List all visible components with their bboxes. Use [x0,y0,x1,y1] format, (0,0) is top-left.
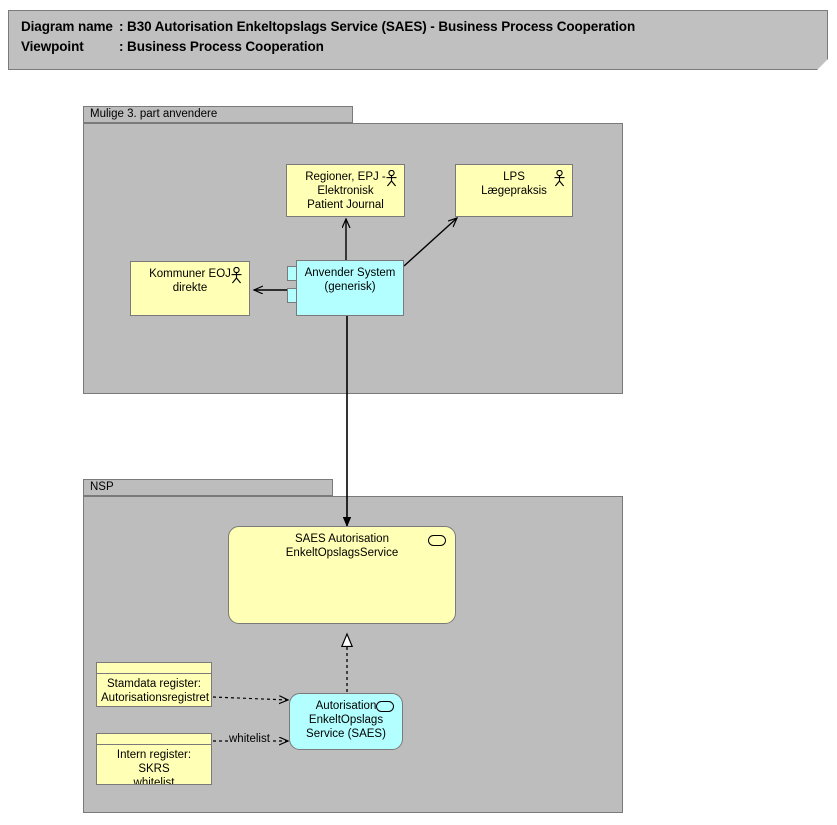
actor-icon [231,267,242,284]
node-stamdata-register-label: Stamdata register: Autorisationsregistre… [101,678,210,704]
group-nsp-tab: NSP [83,479,333,496]
node-saes-component-label: Autorisation EnkeltOpslags Service (SAES… [306,700,386,740]
actor-icon [554,170,565,187]
data-object-icon [97,734,211,745]
group-third-party-tab: Mulige 3. part anvendere [83,106,353,123]
group-third-party: Mulige 3. part anvendere [83,106,623,394]
node-anvender-system[interactable]: Anvender System (generisk) [296,260,404,316]
data-object-icon [97,663,211,674]
actor-icon [386,170,397,187]
node-kommuner-eoj[interactable]: Kommuner EOJ direkte [130,261,250,316]
node-intern-register[interactable]: Intern register: SKRS whitelist [96,733,212,785]
node-regioner-epj[interactable]: Regioner, EPJ - Elektronisk Patient Jour… [286,164,405,217]
diagram-name-value: B30 Autorisation Enkeltopslags Service (… [127,19,636,34]
node-lps-laegepraksis-label: LPS Lægepraksis [481,171,547,197]
node-intern-register-label: Intern register: SKRS whitelist [116,749,192,785]
viewpoint-key: Viewpoint [21,39,84,54]
viewpoint-line: Viewpoint: Business Process Cooperation [21,39,324,54]
node-saes-autorisation-service-label: SAES Autorisation EnkeltOpslagsService [285,533,399,559]
service-icon [428,535,446,546]
node-regioner-epj-label: Regioner, EPJ - Elektronisk Patient Jour… [305,171,386,211]
diagram-name-sep: : [119,19,128,34]
node-saes-component[interactable]: Autorisation EnkeltOpslags Service (SAES… [289,693,403,750]
node-anvender-system-label: Anvender System (generisk) [304,267,396,293]
node-stamdata-register[interactable]: Stamdata register: Autorisationsregistre… [96,662,212,707]
diagram-name-key: Diagram name [21,19,113,34]
diagram-name-line: Diagram name: B30 Autorisation Enkeltops… [21,19,635,34]
diagram-title-banner: Diagram name: B30 Autorisation Enkeltops… [8,10,828,70]
service-icon [376,701,394,712]
viewpoint-value: Business Process Cooperation [127,39,324,54]
node-saes-autorisation-service[interactable]: SAES Autorisation EnkeltOpslagsService [228,526,456,624]
node-lps-laegepraksis[interactable]: LPS Lægepraksis [455,164,573,217]
viewpoint-sep: : [119,39,128,54]
group-nsp-label: NSP [90,481,114,493]
node-kommuner-eoj-label: Kommuner EOJ direkte [149,268,231,294]
group-third-party-label: Mulige 3. part anvendere [90,108,218,120]
edge-label-whitelist: whitelist [228,733,271,745]
